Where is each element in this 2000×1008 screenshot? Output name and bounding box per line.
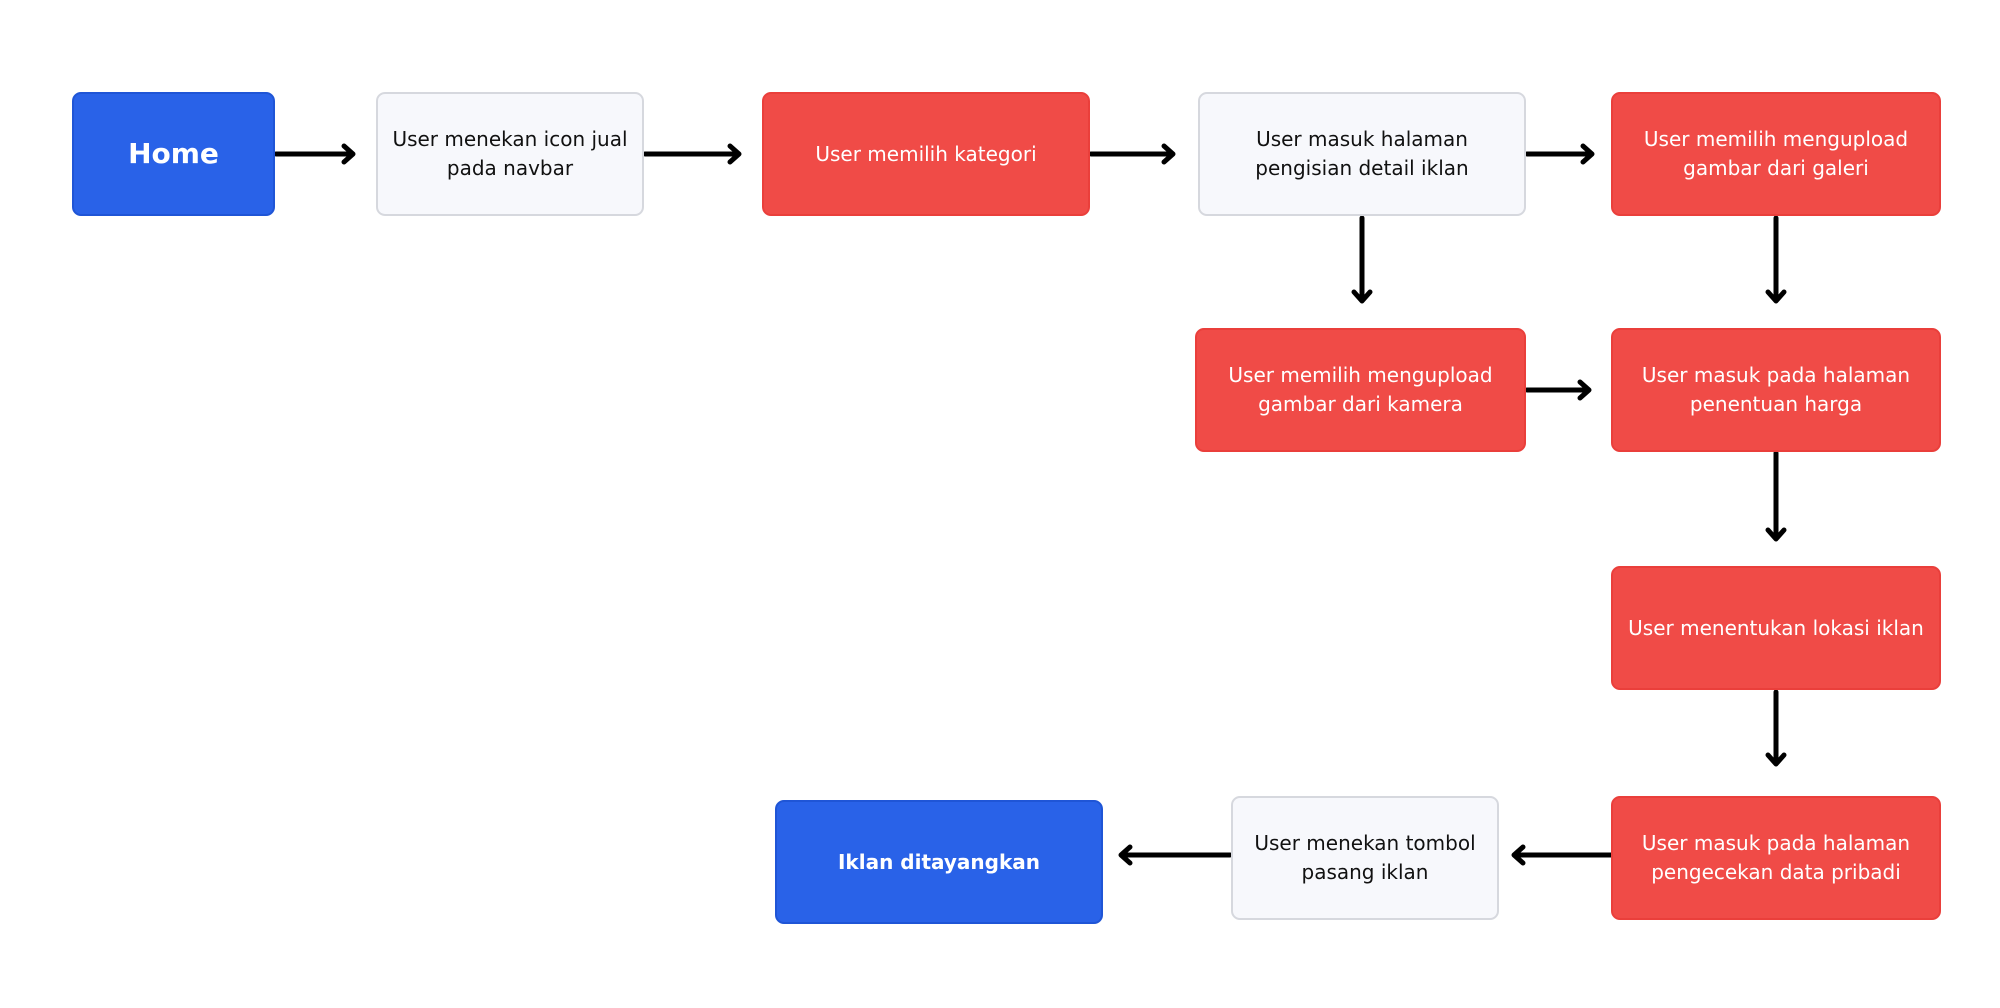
- arrow-choose-category-to-ad-detail-page: [1088, 143, 1176, 165]
- set-location-node-label: User menentukan lokasi iklan: [1628, 615, 1924, 640]
- ad-published-node-label: Iklan ditayangkan: [837, 849, 1041, 874]
- arrow-home-to-tap-sell-icon: [273, 143, 356, 165]
- personal-data-page-node-label: User masuk pada halaman pengecekan data …: [1641, 831, 1911, 884]
- arrow-ad-detail-page-to-upload-camera: [1351, 215, 1373, 304]
- upload-gallery-node-label: User memilih mengupload gambar dari gale…: [1643, 127, 1909, 180]
- arrow-personal-data-page-to-tap-post-button: [1511, 844, 1615, 866]
- upload-camera-node: User memilih mengupload gambar dari kame…: [1195, 328, 1526, 452]
- home-node: Home: [72, 92, 275, 216]
- tap-sell-icon-node-label: User menekan icon jual pada navbar: [392, 127, 628, 180]
- arrow-tap-post-button-to-ad-published: [1118, 844, 1233, 866]
- choose-category-node-label: User memilih kategori: [815, 141, 1037, 166]
- ad-detail-page-node-label: User masuk halaman pengisian detail ikla…: [1255, 127, 1469, 180]
- arrow-ad-detail-page-to-upload-gallery: [1524, 143, 1595, 165]
- upload-gallery-node: User memilih mengupload gambar dari gale…: [1611, 92, 1941, 216]
- home-node-label: Home: [128, 136, 219, 170]
- arrow-upload-gallery-to-price-page: [1765, 215, 1787, 304]
- price-page-node: User masuk pada halaman penentuan harga: [1611, 328, 1941, 452]
- arrow-set-location-to-personal-data-page: [1765, 689, 1787, 767]
- ad-detail-page-node: User masuk halaman pengisian detail ikla…: [1198, 92, 1526, 216]
- arrow-upload-camera-to-price-page: [1524, 379, 1592, 401]
- ad-published-node: Iklan ditayangkan: [775, 800, 1103, 924]
- arrow-price-page-to-set-location: [1765, 450, 1787, 542]
- upload-camera-node-label: User memilih mengupload gambar dari kame…: [1228, 363, 1493, 416]
- price-page-node-label: User masuk pada halaman penentuan harga: [1641, 363, 1911, 416]
- tap-sell-icon-node: User menekan icon jual pada navbar: [376, 92, 644, 216]
- tap-post-button-node-label: User menekan tombol pasang iklan: [1254, 831, 1476, 884]
- choose-category-node: User memilih kategori: [762, 92, 1090, 216]
- personal-data-page-node: User masuk pada halaman pengecekan data …: [1611, 796, 1941, 920]
- set-location-node: User menentukan lokasi iklan: [1611, 566, 1941, 690]
- tap-post-button-node: User menekan tombol pasang iklan: [1231, 796, 1499, 920]
- arrow-tap-sell-icon-to-choose-category: [642, 143, 742, 165]
